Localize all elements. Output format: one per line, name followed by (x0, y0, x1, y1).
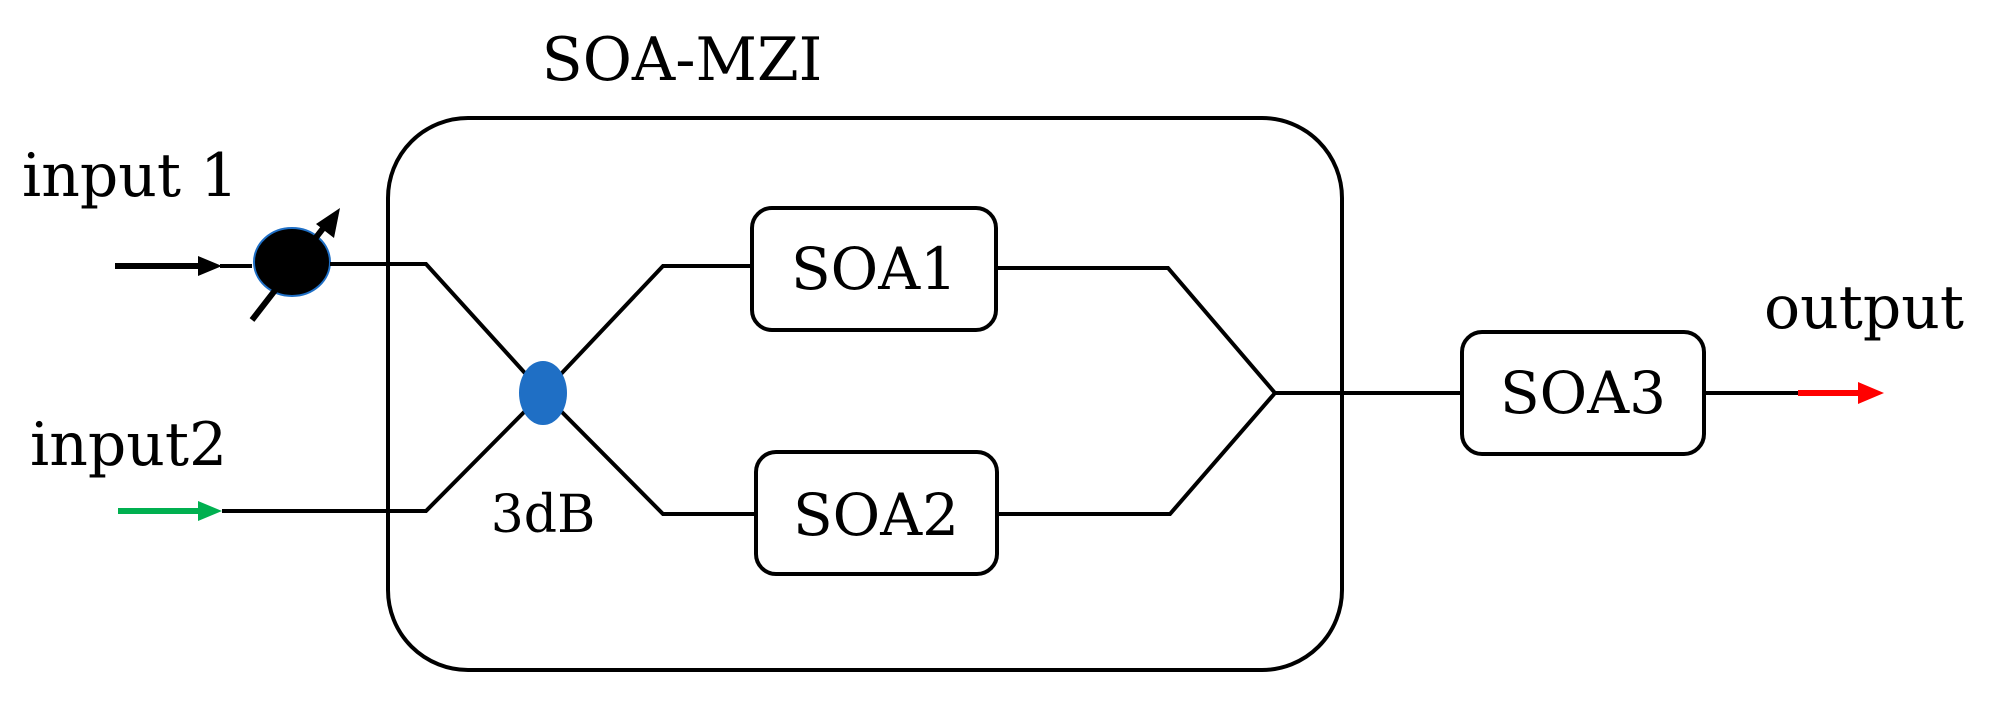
waveguide-input1 (330, 262, 545, 395)
coupler-label: 3dB (491, 485, 596, 545)
input1-arrow (115, 256, 222, 276)
waveguide-upper-arm (541, 264, 1277, 395)
soa3-block: SOA3 (1460, 330, 1706, 456)
soa3-label: SOA3 (1500, 359, 1666, 427)
input2-arrow (118, 501, 222, 521)
waveguide-input2 (222, 391, 545, 513)
soa2-label: SOA2 (793, 481, 959, 549)
soa2-block: SOA2 (754, 450, 999, 576)
polarization-controller-icon (220, 208, 340, 322)
waveguide-lower-arm (541, 391, 1277, 516)
soa1-block: SOA1 (750, 206, 998, 332)
diagram-title: SOA-MZI (542, 25, 823, 95)
input2-label: input2 (30, 410, 227, 480)
output-arrow (1798, 382, 1884, 404)
soa1-label: SOA1 (791, 235, 957, 303)
coupler-3db (519, 361, 567, 425)
output-label: output (1764, 273, 1964, 343)
input1-label: input 1 (22, 141, 238, 211)
